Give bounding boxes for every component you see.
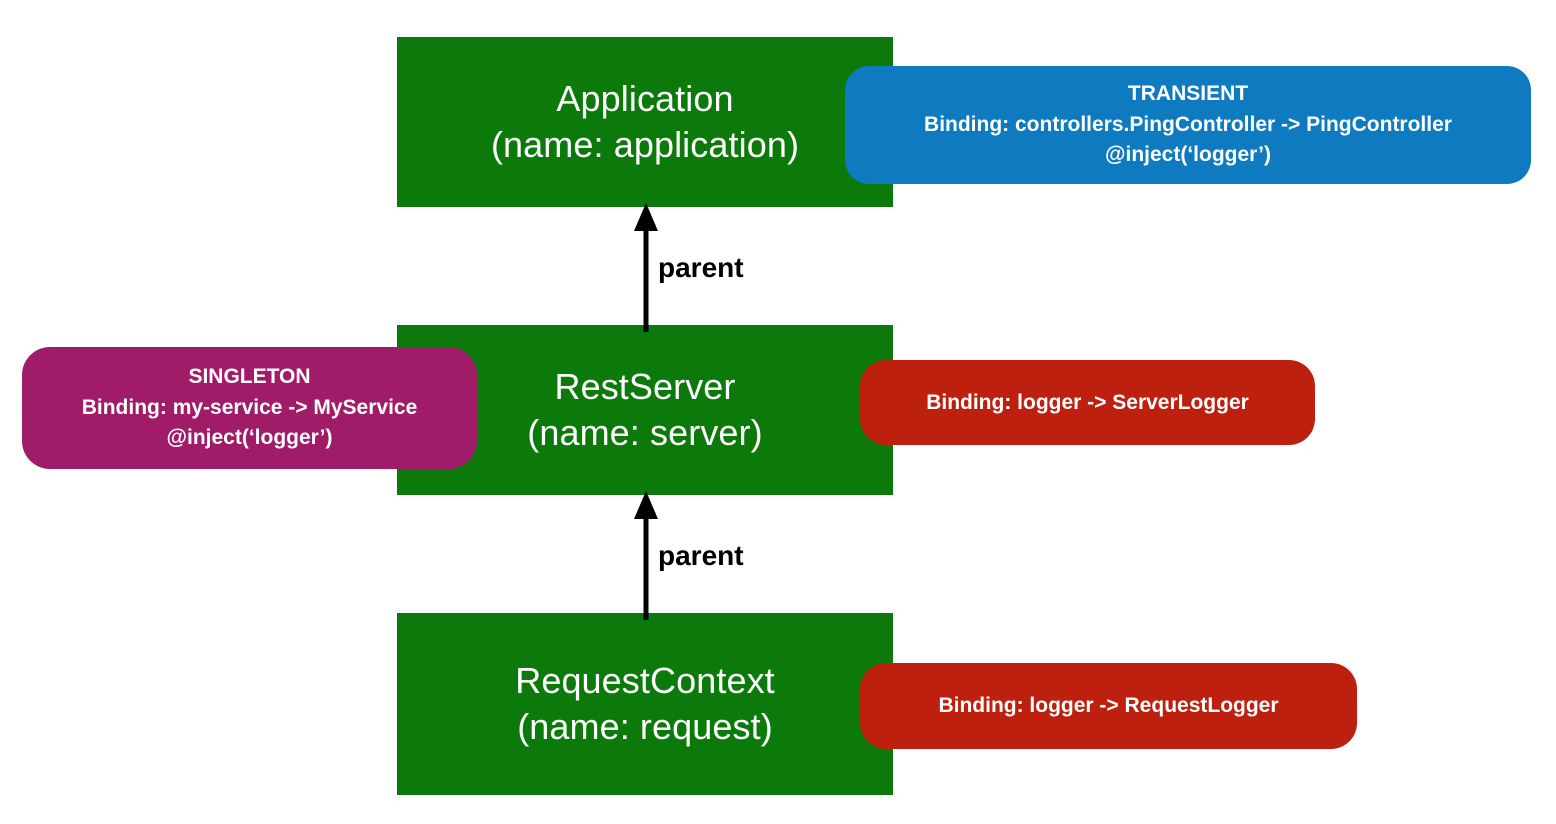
callout-request-logger-binding[interactable]: Binding: logger -> RequestLogger: [860, 663, 1357, 749]
context-subtitle-application: (name: application): [490, 124, 800, 165]
arrow-server-to-application-icon: [634, 203, 658, 332]
context-box-server[interactable]: RestServer (name: server): [397, 325, 893, 495]
context-box-request[interactable]: RequestContext (name: request): [397, 613, 893, 795]
edge-label-parent-lower: parent: [658, 540, 744, 571]
callout-request-logger-binding-text: Binding: logger -> RequestLogger: [938, 694, 1279, 717]
callout-singleton-inject-text: @inject(‘logger’): [166, 426, 333, 450]
context-title-application: Application: [556, 77, 734, 119]
callout-server-logger-binding-text: Binding: logger -> ServerLogger: [926, 390, 1249, 414]
callout-transient-binding[interactable]: TRANSIENT Binding: controllers.PingContr…: [845, 66, 1531, 184]
context-title-server: RestServer: [554, 365, 736, 407]
callout-server-logger-binding[interactable]: Binding: logger -> ServerLogger: [860, 360, 1315, 445]
context-box-application[interactable]: Application (name: application): [397, 37, 893, 207]
context-subtitle-request: (name: request): [517, 706, 773, 747]
callout-transient-inject-text: @inject(‘logger’): [1105, 143, 1271, 167]
callout-transient-scope: TRANSIENT: [1127, 82, 1249, 106]
callout-singleton-scope: SINGLETON: [188, 365, 311, 389]
callout-singleton-binding[interactable]: SINGLETON Binding: my-service -> MyServi…: [22, 347, 477, 469]
context-subtitle-server: (name: server): [527, 412, 763, 453]
arrow-request-to-server-icon: [634, 491, 658, 620]
callout-transient-binding-text: Binding: controllers.PingController -> P…: [924, 112, 1452, 136]
context-title-request: RequestContext: [515, 659, 775, 701]
callout-singleton-binding-text: Binding: my-service -> MyService: [81, 395, 418, 419]
edge-label-parent-upper: parent: [658, 252, 744, 283]
